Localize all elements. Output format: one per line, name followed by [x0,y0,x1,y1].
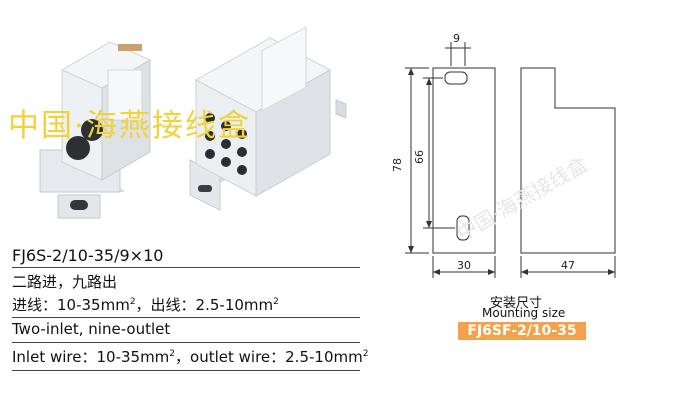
product-photo [39,26,347,219]
divider [12,342,360,343]
mounting-model-badge: FJ6SF-2/10-35 [458,322,586,340]
terminal-block-right [189,26,347,211]
mounting-drawing: 9 78 66 30 47 中国·海燕接线盒 [391,32,616,278]
watermark-text-right: 中国·海燕接线盒 [453,152,592,246]
dim-label-outer-height: 78 [391,158,404,172]
mounting-size-label-cn: 安装尺寸 [490,296,543,311]
spec-en-inlet-outlet: Two-inlet, nine-outlet [12,320,171,338]
spec-en-wire-inlet: Inlet wire：10-35mm [12,348,170,366]
front-view-outline [432,67,496,254]
side-view-outline [520,67,616,254]
superscript: 2 [169,349,176,359]
spec-cn-wire-range: 进线：10-35mm2，出线：2.5-10mm2 [12,294,279,315]
dim-label-top: 9 [453,32,460,45]
model-number: FJ6S-2/10-35/9×10 [12,246,164,265]
divider [12,267,360,268]
dim-label-side-width: 47 [561,259,575,272]
bottom-slot [456,215,470,241]
top-slot [444,71,468,85]
dim-label-inner-height: 66 [413,150,426,164]
superscript: 2 [129,297,136,307]
superscript: 2 [273,297,279,307]
divider [12,317,360,318]
mounting-size-label-en: Mounting size [482,306,566,320]
superscript: 2 [362,349,369,359]
spec-cn-wire-outlet: ，出线：2.5-10mm [135,296,274,314]
divider [12,370,360,371]
dim-label-front-width: 30 [457,259,471,272]
spec-en-wire-outlet: ，outlet wire：2.5-10mm [175,348,363,366]
spec-en-wire-range: Inlet wire：10-35mm2，outlet wire：2.5-10mm… [12,346,368,367]
watermark-text-left: 中国·海燕接线盒 [8,108,251,144]
terminal-block-left [39,41,152,219]
spec-cn-inlet-outlet: 二路进，九路出 [12,273,118,291]
spec-cn-wire-inlet: 进线：10-35mm [12,296,130,314]
